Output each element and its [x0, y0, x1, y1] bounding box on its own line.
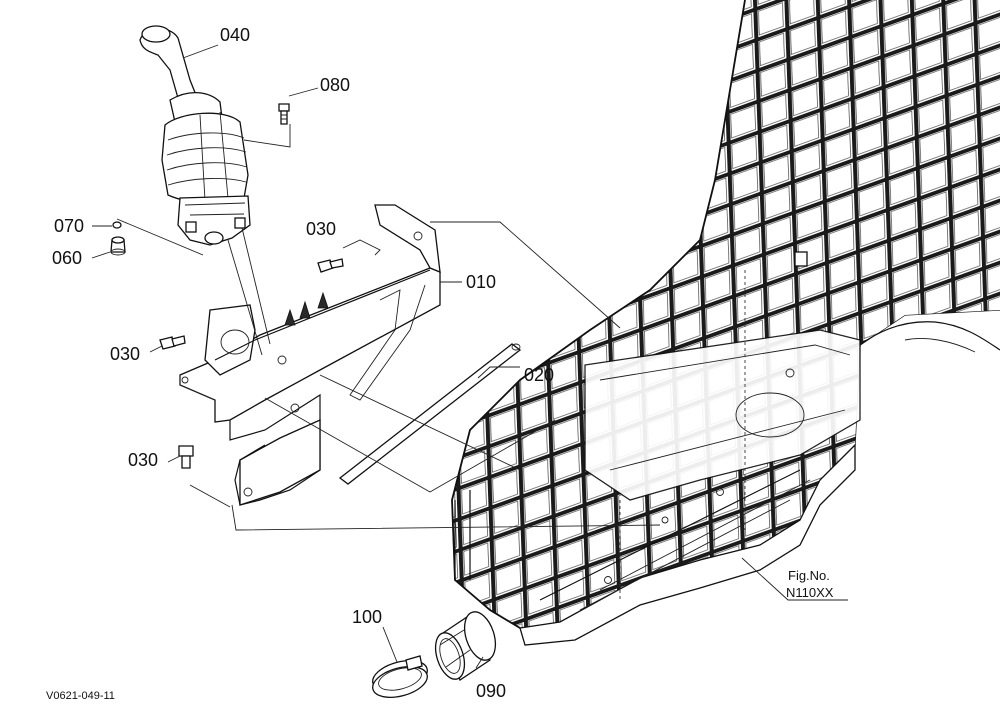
part-labels: 040 080 070 030 060 010 030 020 030 100 … [46, 25, 834, 702]
part-090-duct-flange [434, 611, 497, 681]
figure-number-value: N110XX [786, 585, 834, 600]
label-070: 070 [54, 216, 84, 236]
cab-frame-assembly [451, 0, 1000, 646]
part-030-bolt-upper [317, 258, 344, 273]
part-030-bolt-middle [159, 335, 186, 350]
leader-lines [91, 44, 848, 669]
label-030-upper: 030 [306, 219, 336, 239]
part-020-rod [338, 343, 522, 485]
part-070-o-ring [112, 221, 122, 229]
part-080-bolt [278, 103, 290, 125]
label-030-middle: 030 [110, 344, 140, 364]
part-040-joystick-lever [139, 25, 251, 246]
label-030-lower: 030 [128, 450, 158, 470]
part-060-fitting [110, 236, 126, 256]
label-080: 080 [320, 75, 350, 95]
label-100: 100 [352, 607, 382, 627]
part-010-bracket [179, 204, 441, 506]
part-030-bolt-lower [178, 445, 194, 469]
label-010: 010 [466, 272, 496, 292]
label-020: 020 [524, 365, 554, 385]
drawing-code: V0621-049-11 [46, 690, 115, 702]
part-100-hose-clamp [372, 655, 428, 698]
figure-number-label: Fig.No. [788, 568, 830, 583]
label-090: 090 [476, 681, 506, 701]
label-040: 040 [220, 25, 250, 45]
label-060: 060 [52, 248, 82, 268]
